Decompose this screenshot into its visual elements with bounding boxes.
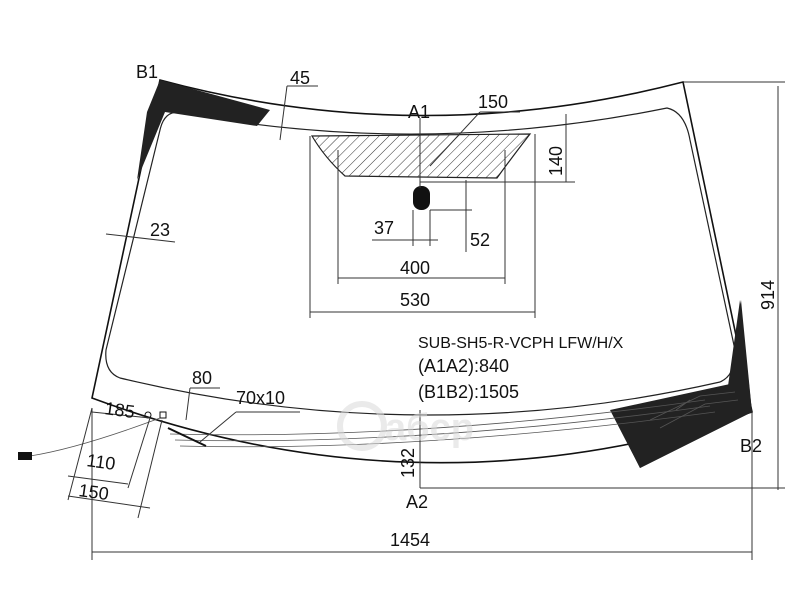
dim-150-top: 150 (478, 92, 508, 112)
dim-23: 23 (150, 220, 170, 240)
ceramic-band-top-left (137, 80, 270, 180)
dimension-lines (67, 81, 785, 560)
dim-52: 52 (470, 230, 490, 250)
dim-132: 132 (398, 448, 418, 478)
dim-1454: 1454 (390, 530, 430, 550)
dim-110: 110 (85, 450, 116, 474)
dim-914: 914 (758, 280, 778, 310)
sensor-area (310, 133, 532, 179)
part-code: SUB-SH5-R-VCPH LFW/H/X (418, 335, 624, 352)
dim-530: 530 (400, 290, 430, 310)
a1a2-value: (A1A2):840 (418, 356, 509, 376)
dim-150-bottom: 150 (77, 480, 110, 504)
dim-45: 45 (290, 68, 310, 88)
dim-140: 140 (546, 146, 566, 176)
label-a2: A2 (406, 492, 428, 512)
watermark-logo: aбcp (337, 401, 474, 451)
dim-400: 400 (400, 258, 430, 278)
dim-37: 37 (374, 218, 394, 238)
b1b2-value: (B1B2):1505 (418, 382, 519, 402)
dim-185: 185 (103, 398, 136, 422)
heating-lines (169, 391, 739, 448)
label-b2: B2 (740, 436, 762, 456)
watermark-text: aбcp (385, 407, 474, 449)
mirror-bracket (413, 186, 430, 210)
dim-70x10: 70x10 (236, 388, 285, 408)
viewing-area (105, 107, 736, 416)
label-b1: B1 (136, 62, 158, 82)
label-a1: A1 (408, 102, 430, 122)
dim-80: 80 (192, 368, 212, 388)
